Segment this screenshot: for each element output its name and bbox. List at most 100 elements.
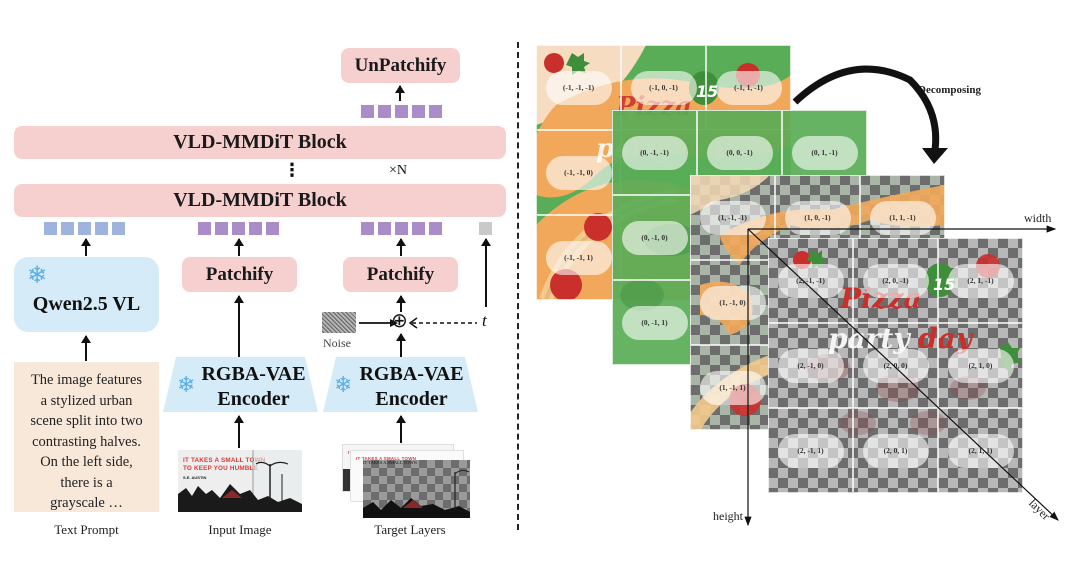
arrow-prompt-to-qwen	[81, 335, 91, 361]
image-token	[232, 222, 245, 235]
arrow-to-unpatchify	[395, 85, 405, 101]
noise-label: Noise	[323, 336, 351, 350]
grid-cell: (2, -1, 1)	[768, 408, 853, 493]
prompt-line: On the left side,	[40, 454, 133, 470]
output-token	[429, 105, 442, 118]
timestep-label: t	[482, 311, 487, 330]
arrow-timestep-to-token	[481, 238, 491, 307]
prompt-line: The image features	[30, 372, 143, 388]
arrow-add-to-patchify	[396, 295, 406, 312]
text-token	[61, 222, 74, 235]
text-token	[112, 222, 125, 235]
city-silhouette	[363, 469, 470, 518]
position-label-pill: (2, 1, 1)	[947, 433, 1014, 468]
position-label-pill: (0, -1, 0)	[621, 220, 688, 255]
patchify-input-box: Patchify	[182, 257, 297, 292]
grid-cell: (0, -1, -1)	[612, 110, 697, 195]
prompt-line: there is a	[60, 474, 113, 491]
rgba-vae-encoder-target: ❄ RGBA-VAE Encoder	[323, 357, 478, 412]
noise-image	[322, 312, 356, 333]
position-label-pill: (0, -1, 1)	[621, 305, 688, 340]
grid-cell: (0, 1, -1)	[782, 110, 867, 195]
position-label-pill: (-1, -1, 0)	[545, 155, 612, 190]
poster-author: S.E. AUSTIN	[183, 475, 207, 480]
axes-overlay	[744, 65, 1059, 527]
timestep-token	[479, 222, 492, 235]
decomposing-arrow	[792, 65, 940, 151]
arrow-vae1-to-patchify	[234, 295, 244, 358]
qwen-vl-encoder: ❄ Qwen2.5 VL	[14, 257, 159, 332]
prompt-line: grayscale …	[50, 495, 123, 511]
target-layer-tokens	[361, 222, 442, 235]
arrow-vae2-to-add	[396, 333, 406, 358]
grid-cell: (-1, 1, -1)	[706, 45, 791, 130]
grid-cell: (2, 1, -1)	[938, 238, 1023, 323]
position-label-pill: (2, 1, -1)	[947, 263, 1014, 298]
mmdit-block-top: VLD-MMDiT Block	[14, 126, 506, 159]
mmdit-block-bottom-label: VLD-MMDiT Block	[173, 189, 347, 211]
arrow-qwen-to-tokens	[81, 238, 91, 256]
grid-cell: (2, 1, 0)	[938, 323, 1023, 408]
grid-cell: (-1, -1, -1)	[536, 45, 621, 130]
target-token	[361, 222, 374, 235]
poster-title-line2: TO KEEP YOU HUMBLE	[183, 465, 258, 472]
prompt-line: contrasting halves.	[32, 433, 141, 450]
output-token	[412, 105, 425, 118]
mmdit-block-top-label: VLD-MMDiT Block	[173, 131, 347, 153]
poster-title: IT TAKES A SMALL TOWN TO KEEP YOU HUMBLE	[183, 457, 265, 473]
snowflake-icon: ❄	[334, 373, 353, 398]
mmdit-block-bottom: VLD-MMDiT Block	[14, 184, 506, 217]
vae-input-line2: Encoder	[217, 388, 290, 410]
position-label-pill: (-1, 0, -1)	[630, 70, 697, 105]
caption-text-prompt: Text Prompt	[54, 522, 119, 537]
target-token	[412, 222, 425, 235]
patchify-target-box: Patchify	[343, 257, 458, 292]
city-silhouette	[178, 450, 302, 512]
position-label-pill: (2, 1, 0)	[947, 348, 1014, 383]
tree-shape	[343, 469, 353, 491]
target-layers-stack: IT TAKES A SMALL TOWN IT TAKES A SMALL T…	[340, 442, 480, 522]
text-token	[95, 222, 108, 235]
decomposing-label: Decomposing	[918, 84, 981, 96]
height-axis-label: height	[713, 509, 743, 523]
image-token	[266, 222, 279, 235]
caption-target-layers: Target Layers	[374, 522, 446, 537]
output-token	[378, 105, 391, 118]
output-token	[361, 105, 374, 118]
grid-cell: (2, -1, 0)	[768, 323, 853, 408]
arrow-layers-to-vae	[396, 415, 406, 443]
patchify-input-label: Patchify	[205, 263, 274, 285]
qwen-label: Qwen2.5 VL	[32, 293, 141, 315]
badge-number: 15	[696, 82, 718, 101]
poster-title-small: IT TAKES A SMALL TOWN	[363, 460, 417, 465]
input-image-thumbnail: IT TAKES A SMALL TOWN TO KEEP YOU HUMBLE…	[178, 450, 302, 512]
position-label-pill: (1, -1, 1)	[699, 370, 766, 405]
text-prompt-box: The image features a stylized urban scen…	[14, 362, 159, 512]
output-token	[395, 105, 408, 118]
vae-target-line2: Encoder	[375, 388, 448, 410]
unpatchify-label: UnPatchify	[354, 54, 447, 76]
position-label-pill: (2, -1, -1)	[777, 263, 844, 298]
trapezoid-shape	[323, 357, 478, 412]
text-tokens	[44, 222, 125, 235]
text-token	[44, 222, 57, 235]
grid-cell: (2, 0, -1)	[853, 238, 938, 323]
grid-cell: (2, -1, -1)	[768, 238, 853, 323]
width-axis-label: width	[1024, 211, 1052, 225]
image-token	[215, 222, 228, 235]
repeat-n-label: ×N	[389, 163, 408, 178]
position-label-pill: (0, 0, -1)	[706, 135, 773, 170]
poster-title-small: IT TAKES A SMALL TOWN	[356, 456, 417, 461]
position-label-pill: (2, 0, -1)	[862, 263, 929, 298]
target-token	[378, 222, 391, 235]
vae-input-line1: RGBA-VAE	[201, 363, 306, 385]
grid-cell: (2, 0, 1)	[853, 408, 938, 493]
position-label-pill: (2, -1, 0)	[777, 348, 844, 383]
grid-cell: (0, -1, 1)	[612, 280, 697, 365]
panel-divider	[517, 42, 519, 530]
arrow-image-to-vae	[234, 415, 244, 448]
position-label-pill: (-1, -1, 1)	[545, 240, 612, 275]
rgba-vae-encoder-input: ❄ RGBA-VAE Encoder	[163, 357, 318, 412]
grid-cell: (1, -1, 1)	[690, 345, 775, 430]
grid-cell: (0, 0, -1)	[697, 110, 782, 195]
